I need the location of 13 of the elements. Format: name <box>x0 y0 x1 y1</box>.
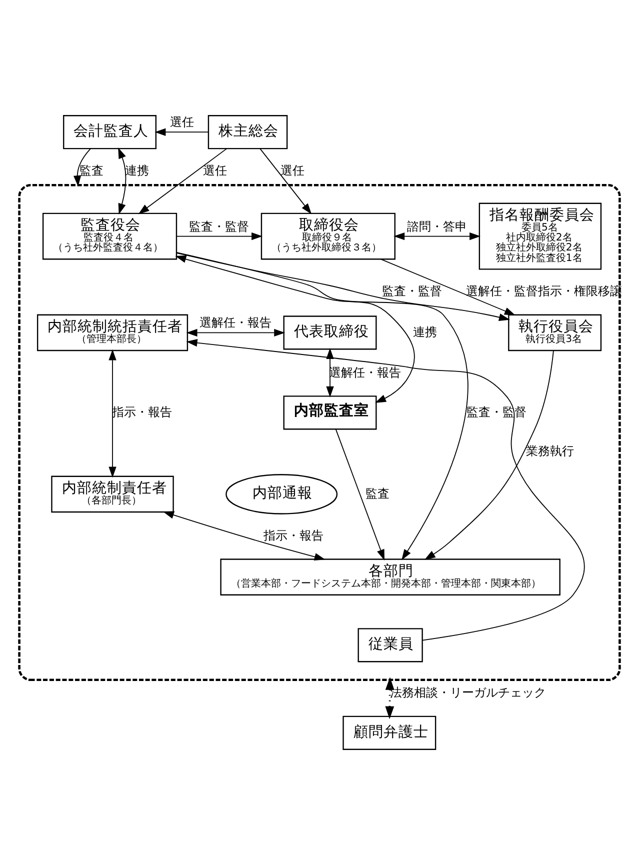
edge-label: 選任 <box>280 163 305 178</box>
edge-label: 選任 <box>170 114 194 129</box>
edge-label: 選任 <box>202 163 227 178</box>
edge-label: 監査・監督 <box>188 218 249 233</box>
edge-label: 指示・報告 <box>263 528 324 542</box>
edge-label: 諮問・答申 <box>407 218 468 233</box>
edge-label: 監査 <box>366 486 390 500</box>
edge-label: 監査・監督 <box>382 284 442 298</box>
edge-label: 連携 <box>413 324 438 338</box>
edge-label: 選解任・報告 <box>200 315 272 330</box>
edge-label: 業務執行 <box>526 444 574 458</box>
edge-label: 監査 <box>79 163 104 178</box>
edge-label: 監査・監督 <box>466 404 526 418</box>
